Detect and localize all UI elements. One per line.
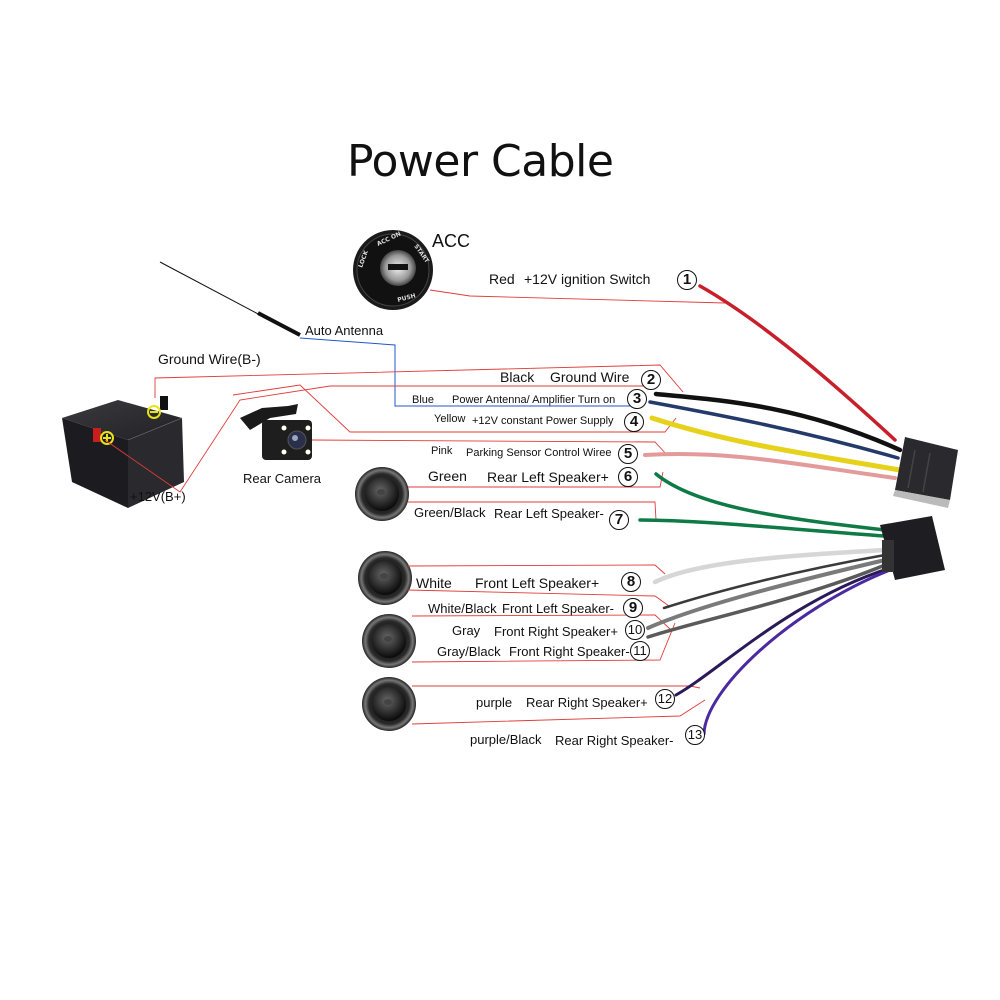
wire-3-blue: [648, 400, 900, 460]
callout-ground: [154, 364, 684, 398]
callout-speaker-fl-minus: [407, 589, 670, 607]
antenna-lead-line: [299, 337, 630, 407]
wire-9-number: 9: [623, 598, 643, 618]
wire-6-green: [654, 472, 887, 532]
rear-camera-label: Rear Camera: [243, 471, 322, 486]
wire-10-gray: [646, 558, 887, 630]
wire-11-number: 11: [630, 641, 650, 661]
wire-3-number: 3: [627, 389, 647, 409]
callout-camera-yellow: [232, 384, 677, 433]
callout-camera-pink: [311, 439, 669, 457]
wire-bundle: [638, 284, 903, 736]
wire-2-black: [653, 391, 903, 453]
wire-6-color: Green: [428, 468, 467, 484]
wire-2-number: 2: [641, 370, 661, 390]
wire-4-number: 4: [624, 412, 644, 432]
wire-6-number: 6: [618, 467, 638, 487]
wire-10-number: 10: [625, 620, 645, 640]
wire-9-color: White/Black: [428, 601, 497, 616]
battery-plus-label: +12V(B+): [130, 489, 186, 504]
acc-ignition-switch-icon: LOCK ACC ON START PUSH: [353, 230, 433, 310]
callout-speaker-rl-minus: [408, 501, 657, 521]
wire-4-function: +12V constant Power Supply: [472, 415, 614, 427]
page-title: Power Cable: [347, 136, 614, 187]
wire-5-function: Parking Sensor Control Wiree: [466, 447, 612, 459]
connector-upper: [893, 437, 958, 508]
wire-7-green-black: [638, 518, 887, 538]
wire-8-number: 8: [621, 572, 641, 592]
wire-7-color: Green/Black: [414, 505, 486, 520]
battery-icon: [62, 396, 184, 508]
wire-12-number: 12: [655, 689, 675, 709]
ground-wire-label: Ground Wire(B-): [158, 351, 261, 367]
wire-5-number: 5: [618, 444, 638, 464]
wire-10-color: Gray: [452, 623, 481, 638]
wire-8-white: [652, 547, 888, 585]
wire-6-function: Rear Left Speaker+: [487, 469, 609, 485]
svg-text:PUSH: PUSH: [397, 292, 417, 304]
speaker-icon-rear-left: [355, 467, 409, 521]
wire-2-function: Ground Wire: [550, 369, 630, 385]
callout-battery-plus: [104, 385, 650, 493]
wire-12-purple: [674, 566, 892, 697]
wire-8-function: Front Left Speaker+: [475, 575, 600, 591]
wire-13-color: purple/Black: [470, 732, 542, 747]
antenna-label: Auto Antenna: [305, 323, 384, 338]
wire-11-color: Gray/Black: [437, 644, 501, 659]
callout-speaker-fr-minus: [411, 622, 676, 663]
wire-13-function: Rear Right Speaker-: [555, 733, 674, 748]
wire-4-yellow: [649, 415, 903, 473]
wire-3-color: Blue: [412, 394, 435, 406]
speaker-icon-front-right: [362, 614, 416, 668]
wire-13-purple-black: [702, 568, 892, 736]
wire-12-function: Rear Right Speaker+: [526, 695, 648, 710]
wire-5-color: Pink: [431, 445, 453, 457]
speaker-icon-rear-right: [362, 677, 416, 731]
wire-4-color: Yellow: [434, 413, 466, 425]
connector-lower: [880, 516, 945, 580]
callout-acc: [429, 289, 726, 304]
wire-3-function: Power Antenna/ Amplifier Turn on: [452, 394, 616, 406]
rear-camera-icon: [240, 404, 312, 460]
wire-1-number: 1: [677, 270, 697, 290]
callout-speaker-fr: [411, 614, 671, 630]
wire-1-function: +12V ignition Switch: [524, 271, 651, 287]
wire-1-red: [698, 284, 897, 442]
wire-7-function: Rear Left Speaker-: [494, 506, 604, 521]
wire-12-color: purple: [476, 695, 513, 710]
callout-speaker-rr-minus: [411, 699, 706, 725]
callout-speaker-rr: [412, 685, 701, 689]
speaker-icon-front-left: [358, 551, 412, 605]
callout-speaker-fl: [407, 564, 666, 575]
wire-10-function: Front Right Speaker+: [494, 624, 618, 639]
wire-11-gray-black: [646, 563, 887, 639]
antenna-icon: [159, 261, 301, 337]
acc-label: ACC: [432, 231, 471, 251]
wire-11-function: Front Right Speaker-: [509, 644, 630, 659]
wire-7-number: 7: [609, 510, 629, 530]
wire-9-white-black: [662, 553, 887, 610]
wire-1-color: Red: [489, 271, 515, 287]
callout-lines: [104, 289, 726, 725]
wire-5-pink: [643, 452, 897, 480]
wire-9-function: Front Left Speaker-: [502, 601, 614, 616]
wire-2-color: Black: [500, 369, 535, 385]
wire-13-number: 13: [685, 725, 705, 745]
wire-8-color: White: [416, 575, 452, 591]
